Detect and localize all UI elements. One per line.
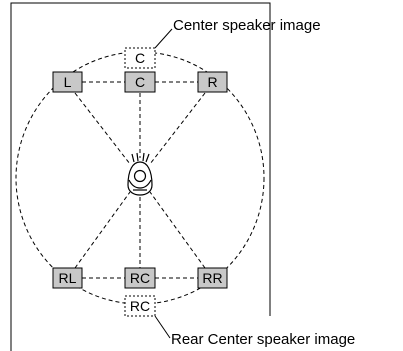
svg-text:C: C (135, 74, 145, 90)
speaker-rear-right: RR (197, 267, 228, 289)
rear-center-speaker-image-caption: Rear Center speaker image (171, 331, 355, 348)
speaker-rear-center: RC (124, 267, 156, 289)
svg-text:C: C (135, 50, 145, 66)
speaker-right: R (197, 71, 228, 93)
speaker-left: L (52, 71, 83, 93)
bottom-callout-line (154, 315, 171, 339)
seated-listener-icon (127, 152, 153, 196)
center-speaker-image-caption: Center speaker image (173, 17, 321, 34)
svg-text:RR: RR (202, 270, 222, 286)
svg-text:L: L (64, 74, 72, 90)
speaker-center: C (124, 71, 156, 93)
top-callout-line (154, 28, 173, 49)
connection-lines (74, 81, 206, 279)
svg-text:RC: RC (130, 270, 150, 286)
svg-text:RC: RC (130, 298, 150, 314)
center-speaker-image: C (124, 47, 156, 69)
room-outline (10, 2, 271, 351)
speaker-rear-left: RL (52, 267, 83, 289)
rear-center-speaker-image: RC (124, 295, 156, 317)
svg-text:RL: RL (59, 270, 77, 286)
svg-text:R: R (207, 74, 217, 90)
